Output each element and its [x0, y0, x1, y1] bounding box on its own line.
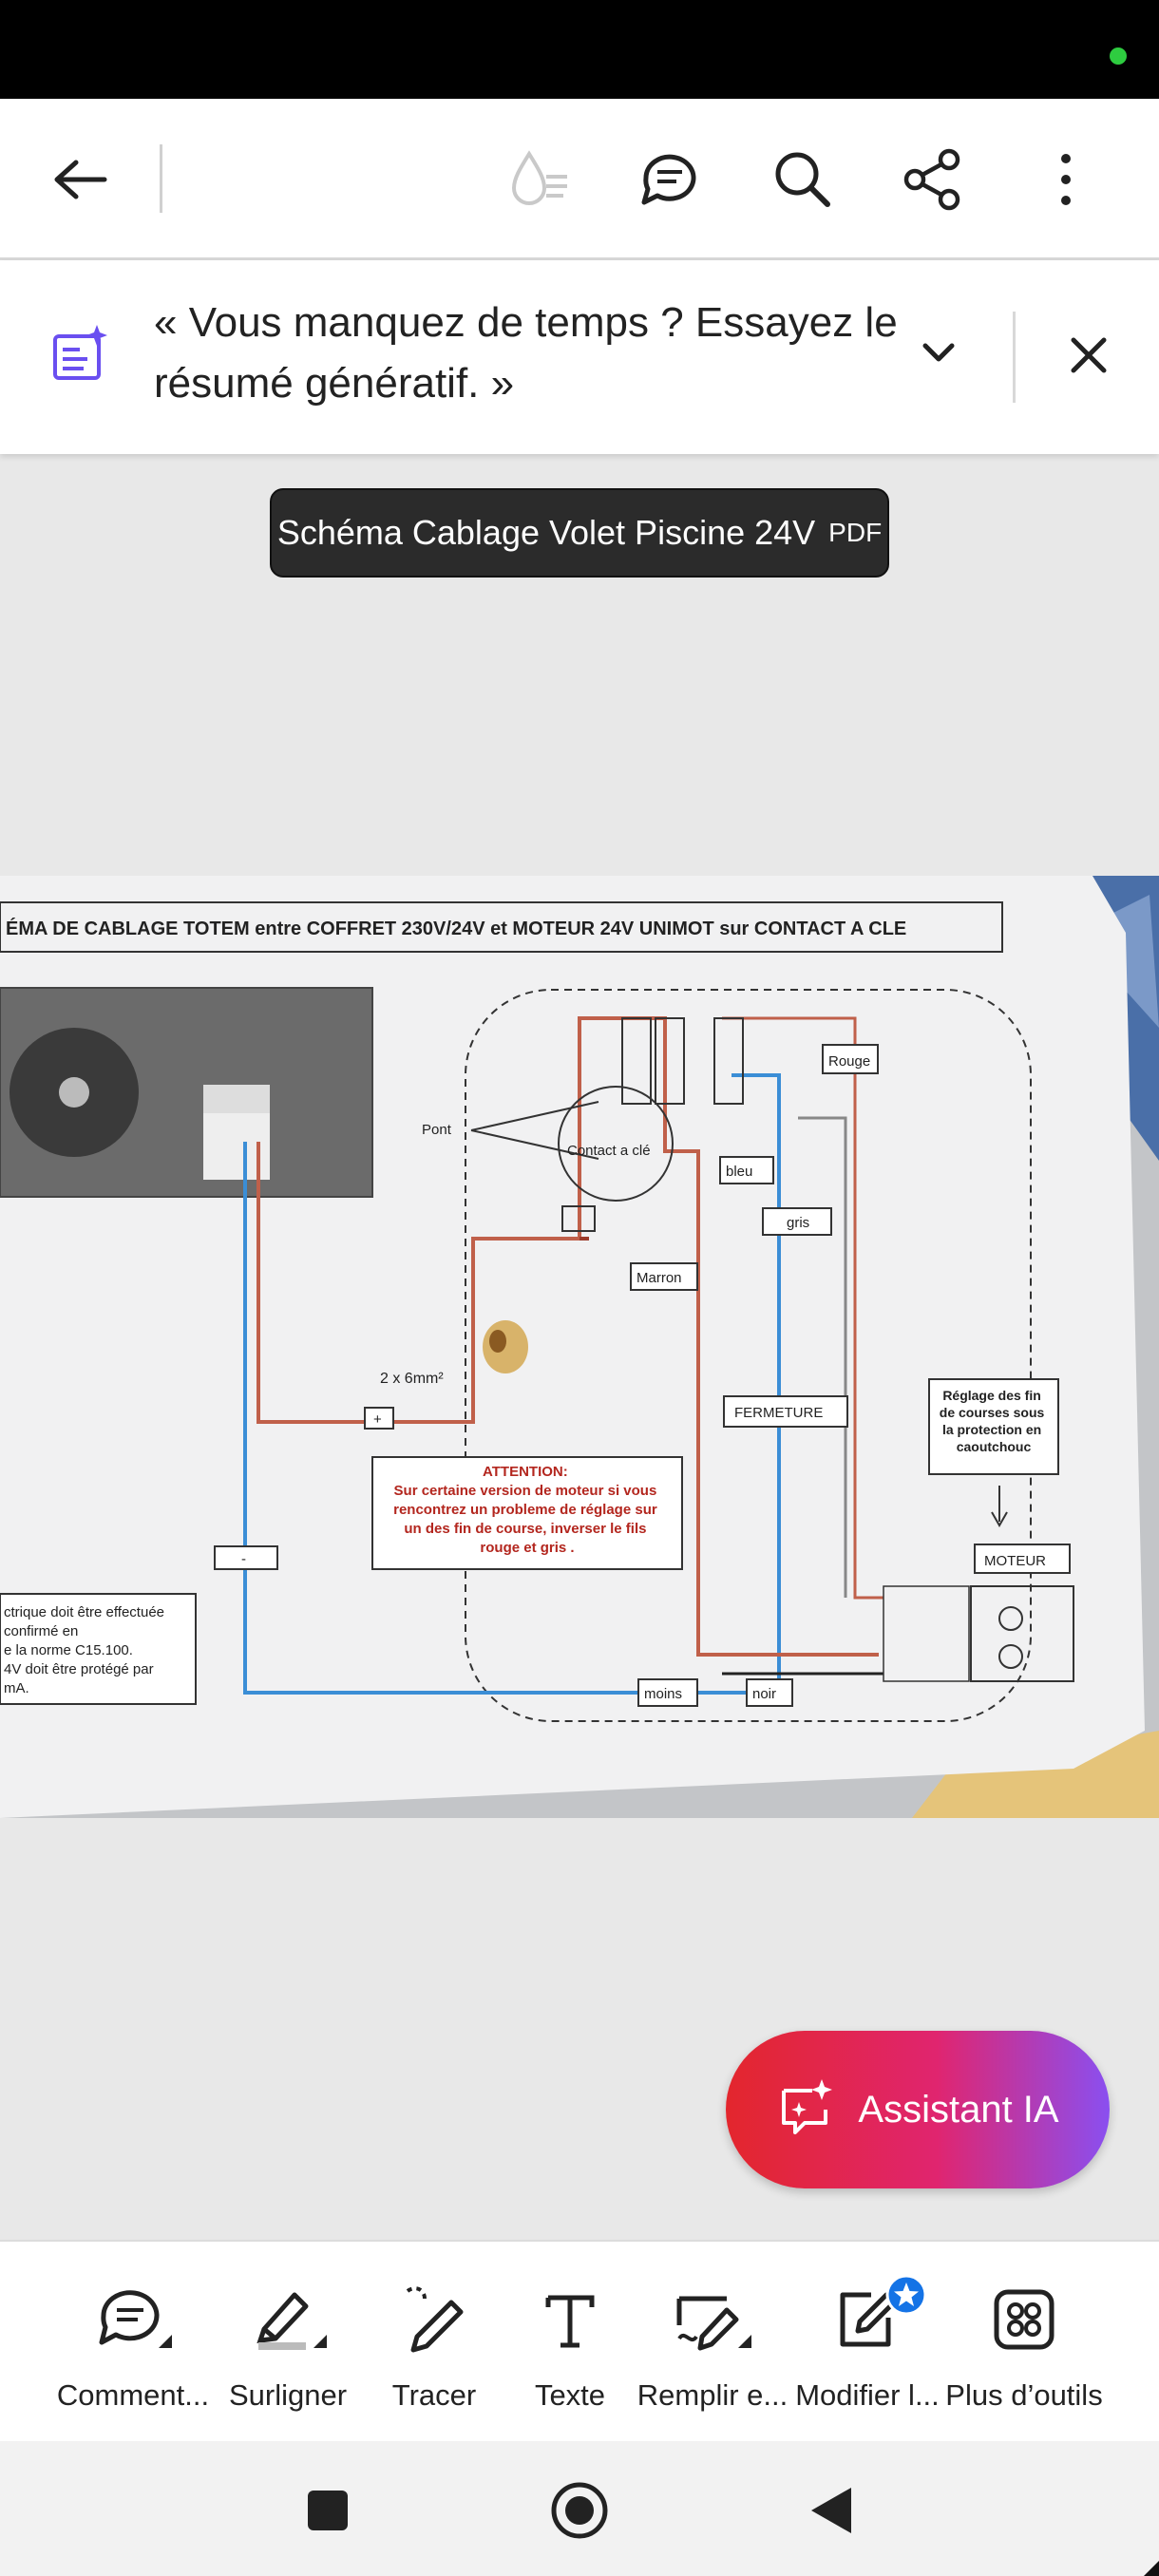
system-navigation-bar	[0, 2441, 1159, 2576]
tool-draw-label: Tracer	[391, 2378, 477, 2412]
ai-assistant-label: Assistant IA	[858, 2088, 1059, 2131]
tool-comment[interactable]: Comment...	[52, 2280, 214, 2432]
recent-apps-icon[interactable]	[294, 2477, 361, 2544]
note-line-4: 4V doit être protégé par	[4, 1661, 154, 1677]
ai-summary-icon	[49, 323, 112, 390]
label-minus: -	[241, 1551, 246, 1567]
comment-icon	[52, 2280, 214, 2359]
tool-more-label: Plus d’outils	[945, 2378, 1103, 2412]
attention-line-1: ATTENTION:	[483, 1464, 568, 1480]
document-title: Schéma Cablage Volet Piscine 24V	[276, 513, 816, 552]
ai-assistant-icon	[776, 2077, 837, 2143]
note-line-1: ctrique doit être effectuée	[4, 1604, 164, 1620]
label-rouge: Rouge	[828, 1053, 870, 1070]
document-type-badge: PDF	[828, 518, 883, 547]
svg-text:ATTENTION: Sur certaine: ATTENTION: Sur certaine version de moteu…	[393, 1464, 661, 1556]
back-triangle-icon[interactable]	[798, 2477, 864, 2544]
note-line-5: mA.	[4, 1680, 29, 1696]
tool-draw[interactable]: Tracer	[353, 2280, 515, 2432]
note-line-3: e la norme C15.100.	[4, 1642, 133, 1658]
ai-assistant-button[interactable]: Assistant IA	[726, 2031, 1110, 2188]
document-page[interactable]: ÉMA DE CABLAGE TOTEM entre COFFRET 230V/…	[0, 876, 1159, 1818]
highlighter-icon	[207, 2280, 369, 2359]
label-moins: moins	[644, 1686, 682, 1702]
tool-comment-label: Comment...	[56, 2378, 210, 2412]
tool-fill-sign[interactable]: Remplir e...	[632, 2280, 793, 2432]
home-icon[interactable]	[546, 2477, 613, 2544]
reglage-line-4: caoutchouc	[957, 1439, 1032, 1454]
tool-more[interactable]: Plus d’outils	[943, 2280, 1105, 2432]
toolbar-divider	[160, 144, 162, 213]
tool-highlight[interactable]: Surligner	[207, 2280, 369, 2432]
label-noir: noir	[752, 1686, 776, 1702]
generative-summary-banner[interactable]: « Vous manquez de temps ? Essayez le rés…	[0, 260, 1159, 454]
premium-star-badge-icon	[885, 2274, 927, 2320]
label-pont: Pont	[422, 1122, 452, 1138]
svg-text:Réglage des fin de cours: Réglage des fin de courses sous la prote…	[940, 1388, 1048, 1454]
attention-line-5: rouge et gris .	[480, 1540, 574, 1556]
scan-header: ÉMA DE CABLAGE TOTEM entre COFFRET 230V/…	[6, 918, 906, 939]
search-icon[interactable]	[765, 142, 841, 218]
banner-message: « Vous manquez de temps ? Essayez le rés…	[154, 299, 898, 407]
tool-edit[interactable]: Modifier l...	[787, 2274, 948, 2432]
label-cable: 2 x 6mm²	[380, 1371, 444, 1387]
label-plus: +	[373, 1411, 382, 1428]
top-toolbar	[0, 99, 1159, 260]
tool-highlight-label: Surligner	[228, 2378, 348, 2412]
attention-line-3: rencontrez un probleme de réglage sur	[393, 1502, 657, 1518]
tool-text-label: Texte	[534, 2378, 606, 2412]
status-indicator-dot	[1110, 47, 1127, 65]
chevron-down-icon[interactable]	[920, 338, 958, 371]
svg-text:ctrique doit être effectuée: ctrique doit être effectuée confirmé en …	[4, 1604, 168, 1696]
fill-sign-icon	[632, 2280, 793, 2359]
edit-icon	[787, 2274, 948, 2359]
tool-edit-label: Modifier l...	[795, 2378, 940, 2412]
more-options-icon[interactable]	[1028, 142, 1104, 218]
share-icon[interactable]	[895, 142, 971, 218]
corner-marker	[1144, 2561, 1159, 2576]
label-moteur: MOTEUR	[984, 1553, 1046, 1569]
banner-divider	[1013, 312, 1016, 403]
label-fermeture: FERMETURE	[734, 1405, 823, 1421]
label-gris: gris	[787, 1215, 809, 1231]
reglage-line-3: la protection en	[942, 1422, 1041, 1437]
wiring-diagram-scan: ÉMA DE CABLAGE TOTEM entre COFFRET 230V/…	[0, 876, 1159, 1818]
comments-icon[interactable]	[632, 142, 708, 218]
draw-pencil-icon	[353, 2280, 515, 2359]
reglage-line-2: de courses sous	[940, 1405, 1045, 1420]
label-marron: Marron	[636, 1270, 682, 1286]
liquid-mode-icon[interactable]	[502, 142, 578, 218]
tool-text[interactable]: Texte	[489, 2280, 651, 2432]
attention-line-4: un des fin de course, inverser le fils	[404, 1521, 646, 1537]
bottom-tools-bar: Comment... Surligner Tracer Texte Rempli…	[0, 2240, 1159, 2443]
reglage-line-1: Réglage des fin	[942, 1388, 1040, 1403]
more-tools-grid-icon	[943, 2280, 1105, 2359]
document-title-pill: Schéma Cablage Volet Piscine 24V PDF	[270, 488, 889, 578]
status-bar	[0, 0, 1159, 99]
tool-fill-sign-label: Remplir e...	[636, 2378, 788, 2412]
label-bleu: bleu	[726, 1164, 752, 1180]
text-icon	[489, 2280, 651, 2359]
label-contact: Contact a clé	[567, 1143, 651, 1159]
attention-line-2: Sur certaine version de moteur si vous	[394, 1483, 657, 1499]
note-line-2: confirmé en	[4, 1623, 78, 1639]
close-icon[interactable]	[1068, 334, 1110, 381]
back-arrow-icon[interactable]	[42, 142, 118, 218]
